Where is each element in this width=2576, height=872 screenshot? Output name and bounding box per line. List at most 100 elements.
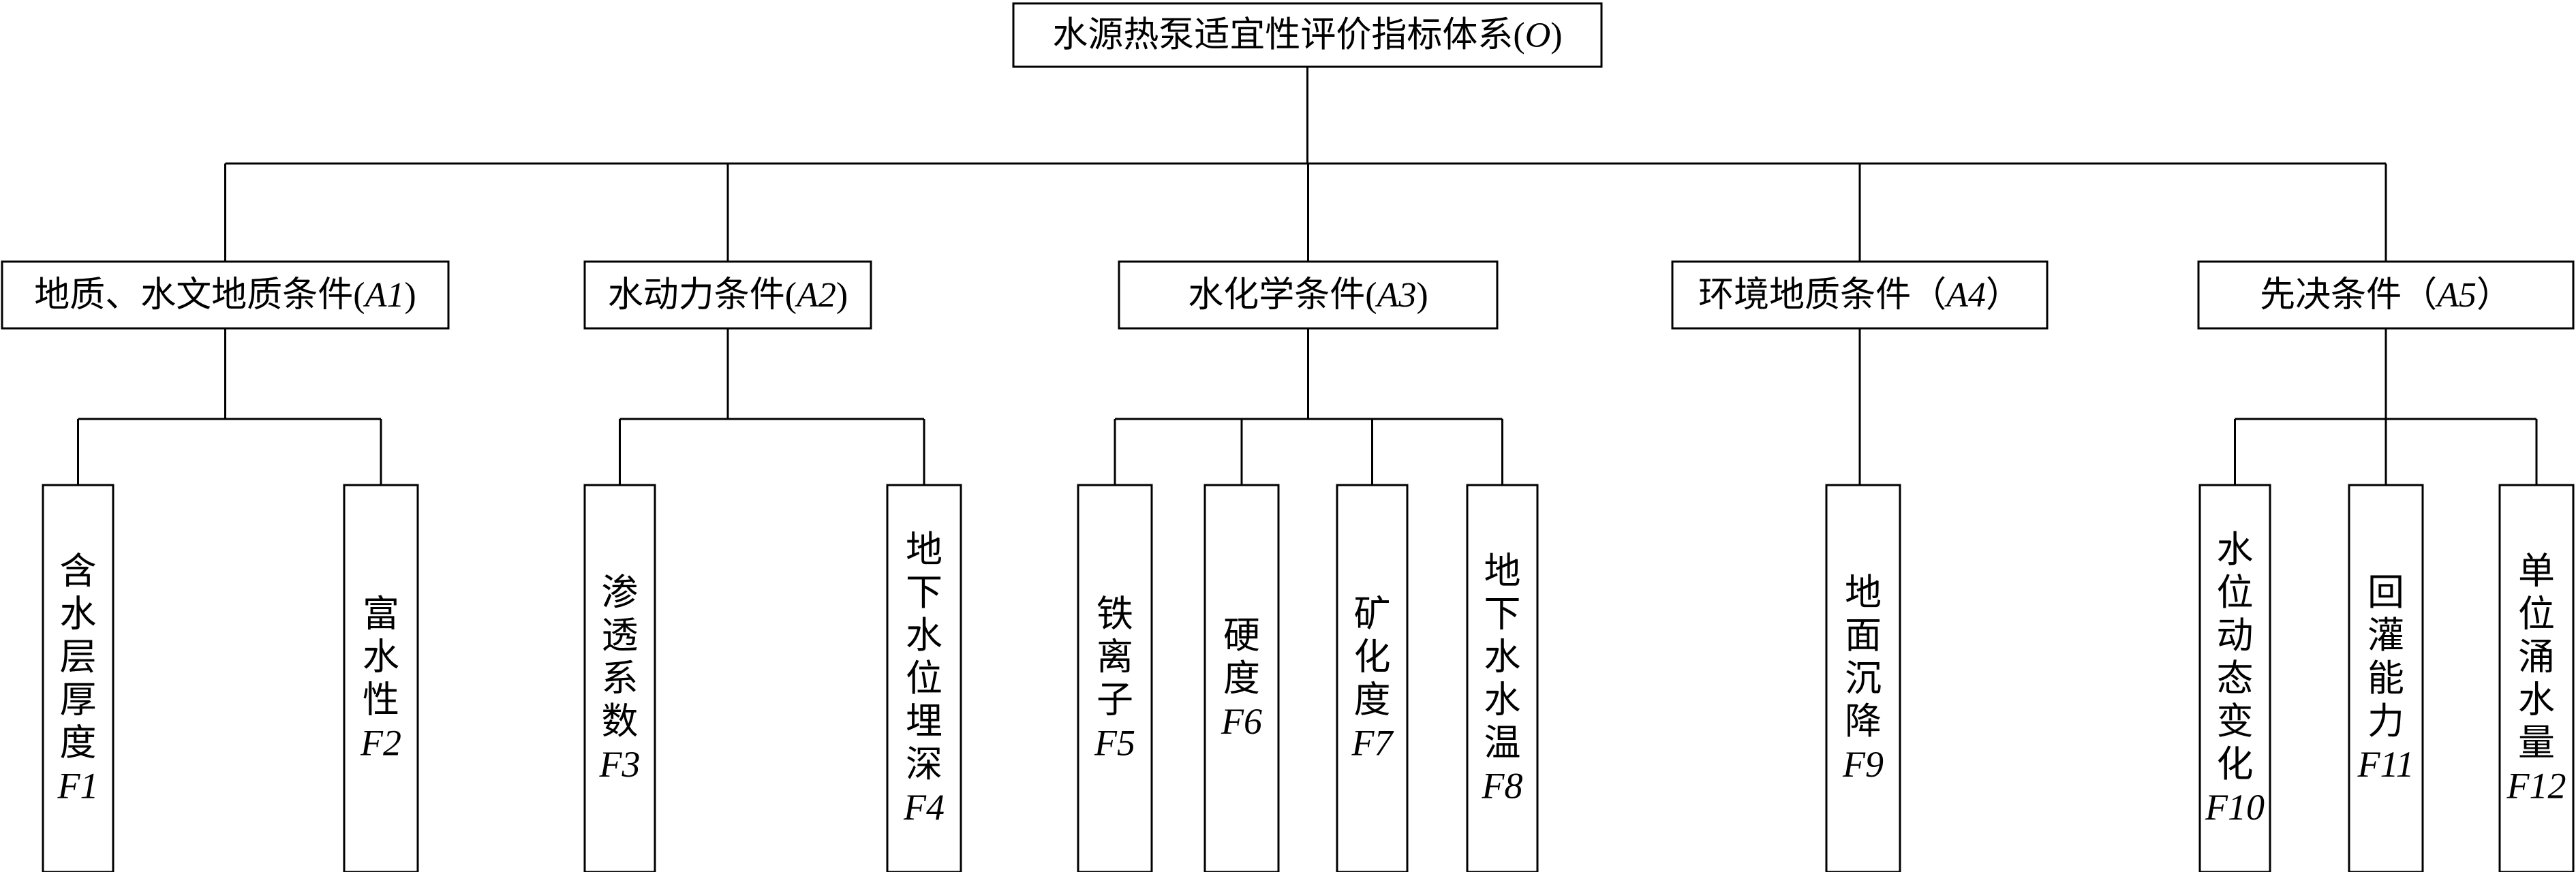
criterion-node-3-code: A3 (1375, 276, 1417, 315)
criterion-node-2-code: A2 (795, 276, 836, 315)
criterion-node-1-box (1, 260, 450, 330)
criterion-node-1-label: 地质、水文地质条件(A1) (34, 276, 416, 315)
factor-node-4-box (886, 484, 962, 872)
factor-node-2-char: 性 (363, 680, 399, 721)
factor-node-5-char: 子 (1097, 680, 1133, 721)
criterion-node-1-code: A1 (363, 276, 405, 315)
criterion-node-1-text: 地质、水文地质条件( (34, 276, 365, 315)
factor-node-8-char: 水 (1484, 680, 1521, 721)
criterion-node-3-label: 水化学条件(A3) (1188, 276, 1428, 315)
factor-node-12-char: 涌 (2518, 637, 2555, 678)
factor-node-6-char: 度 (1223, 658, 1260, 699)
factor-node-7-char: 度 (1354, 680, 1391, 721)
factor-node-1-char: 水 (60, 594, 97, 635)
factor-node-10-code: F10 (2205, 787, 2265, 828)
root-node-label: 水源热泵适宜性评价指标体系(O) (1052, 16, 1562, 54)
criterion-node-3-text: 水化学条件( (1188, 276, 1377, 315)
factor-node-7-box (1336, 484, 1409, 872)
factor-node-8-code: F8 (1482, 766, 1523, 807)
factor-node-4-char: 位 (906, 658, 942, 699)
factor-node-1-char: 含 (60, 551, 97, 592)
factor-node-10-char: 水 (2217, 529, 2254, 570)
factor-node-12-char: 量 (2518, 723, 2555, 764)
factor-node-7-char: 化 (1354, 637, 1391, 678)
criterion-node-4-box (1671, 260, 2049, 330)
factor-node-11-char: 能 (2367, 658, 2404, 699)
factor-node-3-char: 渗 (602, 572, 639, 613)
factor-node-8-char: 水 (1484, 637, 1521, 678)
criterion-node-4-close: ） (1986, 276, 2021, 315)
factor-node-9-code: F9 (1842, 744, 1884, 785)
factor-node-3-code: F3 (599, 744, 641, 785)
factor-node-9-char: 地 (1845, 572, 1882, 613)
factor-node-10-char: 变 (2217, 701, 2254, 742)
factor-node-4-char: 深 (906, 744, 942, 785)
factor-node-3-char: 系 (602, 658, 639, 699)
factor-node-9-char: 降 (1845, 701, 1882, 742)
factor-node-12-box (2498, 484, 2575, 872)
factor-node-2-code: F2 (360, 723, 401, 764)
factor-node-12-char: 位 (2518, 594, 2555, 635)
criterion-node-1-close: ) (404, 276, 416, 315)
factor-node-10-char: 态 (2217, 658, 2254, 699)
factor-node-8-char: 下 (1484, 594, 1521, 635)
criterion-node-5-text: 先决条件（ (2260, 276, 2437, 315)
factor-node-11-char: 灌 (2367, 615, 2404, 656)
factor-node-11-code: F11 (2357, 744, 2414, 785)
criterion-node-4: 环境地质条件（A4） (1671, 260, 2049, 330)
factor-node-6-char: 硬 (1223, 615, 1260, 656)
factor-node-11-char: 回 (2367, 572, 2404, 613)
factor-node-3-char: 透 (602, 615, 639, 656)
criterion-node-3-box (1118, 260, 1499, 330)
factor-node-11-char: 力 (2367, 701, 2404, 742)
factor-node-12-char: 单 (2518, 551, 2555, 592)
factor-node-12-char: 水 (2518, 680, 2555, 721)
criterion-node-5-label: 先决条件（A5） (2260, 276, 2512, 315)
factor-node-11-box (2348, 484, 2424, 872)
factor-node-5-box (1077, 484, 1153, 872)
criterion-node-3-close: ) (1416, 276, 1428, 315)
criterion-node-2-text: 水动力条件( (608, 276, 797, 315)
factor-node-10-char: 位 (2217, 572, 2254, 613)
factor-node-2-char: 富 (363, 594, 399, 635)
criterion-node-2-label: 水动力条件(A2) (608, 276, 848, 315)
factor-node-10-char: 动 (2217, 615, 2254, 656)
factor-node-12-code: F12 (2506, 766, 2566, 807)
criterion-node-1: 地质、水文地质条件(A1) (1, 260, 450, 330)
factor-node-4-code: F4 (903, 787, 945, 828)
factor-node-8-box (1466, 484, 1539, 872)
factor-node-2-box (343, 484, 419, 872)
criterion-node-2: 水动力条件(A2) (583, 260, 872, 330)
criterion-node-5-box (2197, 260, 2575, 330)
factor-node-7-code: F7 (1351, 723, 1394, 764)
factor-node-9-box (1825, 484, 1901, 872)
factor-node-9-char: 面 (1845, 615, 1882, 656)
factor-node-3-box (583, 484, 656, 872)
criterion-node-2-box (583, 260, 872, 330)
factor-node-10-box (2198, 484, 2271, 872)
factor-node-1-box (42, 484, 114, 872)
factor-node-5-char: 铁 (1097, 594, 1133, 635)
root-node-box (1012, 2, 1603, 68)
criterion-node-4-code: A4 (1944, 276, 1986, 315)
factor-node-1-char: 层 (60, 637, 97, 678)
factor-node-3-char: 数 (602, 701, 639, 742)
factor-node-2-char: 水 (363, 637, 399, 678)
factor-node-4-char: 下 (906, 572, 942, 613)
factor-node-4-char: 埋 (906, 701, 942, 742)
factor-node-1-char: 厚 (60, 680, 97, 721)
factor-node-9-char: 沉 (1845, 658, 1882, 699)
factor-node-1-code: F1 (57, 766, 99, 807)
factor-node-4-char: 地 (906, 529, 942, 570)
criterion-node-4-label: 环境地质条件（A4） (1698, 276, 2021, 315)
